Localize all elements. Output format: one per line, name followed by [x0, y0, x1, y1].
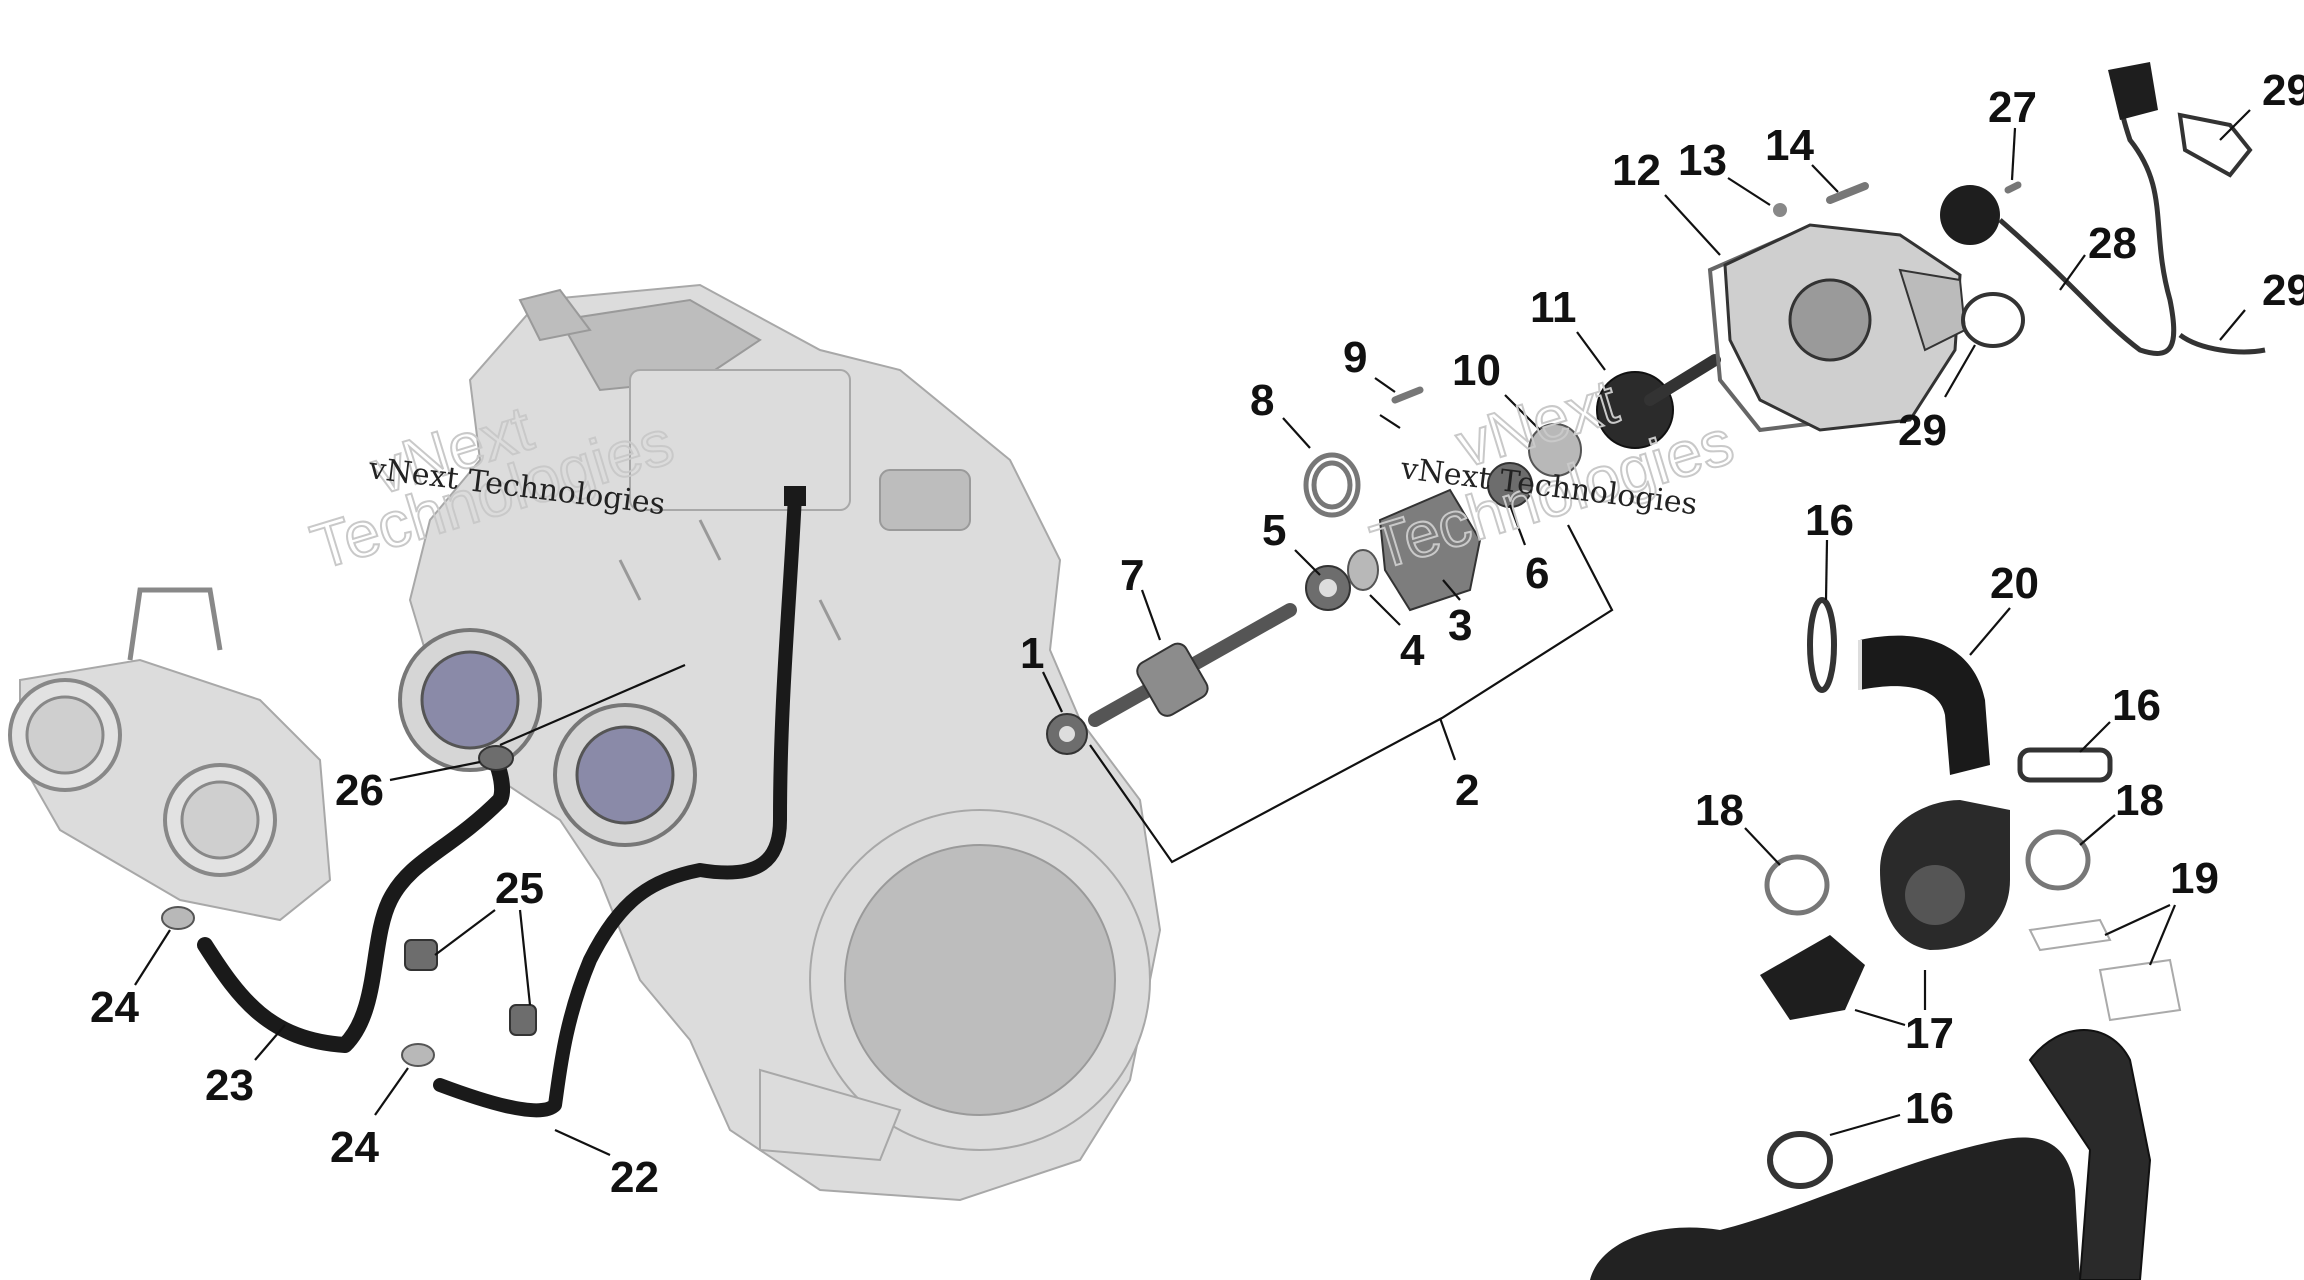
hose-22-end-fitting: [784, 486, 806, 506]
part-29-clamp-a: [1961, 292, 2025, 348]
part-3-mechanical-seal: [1378, 488, 1482, 612]
hose-23: [197, 752, 511, 1053]
callout-6: 6: [1525, 549, 1549, 598]
part-13-dowel: [1773, 203, 1787, 217]
callout-13: 13: [1678, 136, 1727, 185]
callout-16-mid: 16: [2112, 681, 2161, 730]
callout-9: 9: [1343, 333, 1367, 382]
fitting-26: [478, 745, 514, 771]
throttle-body-assembly: [8, 587, 332, 922]
callout-16-top: 16: [1805, 496, 1854, 545]
callout-26: 26: [335, 766, 384, 815]
clamp-24-lower: [401, 1043, 435, 1067]
hose-22: [433, 488, 802, 1118]
part-29-tie-b: [2178, 332, 2266, 355]
part-10-ring: [1528, 423, 1582, 477]
callout-3: 3: [1448, 601, 1472, 650]
part-16-clamp-top: [1807, 597, 1837, 693]
callout-17: 17: [1905, 1009, 1954, 1058]
callout-27: 27: [1988, 83, 2037, 132]
leader-lines: [134, 109, 2251, 1157]
callout-16-bottom: 16: [1905, 1084, 1954, 1133]
part-17-outlet: [1760, 935, 1865, 1020]
callout-25: 25: [495, 864, 544, 913]
part-20-elbow-hose: [1860, 635, 1990, 775]
part-27-cap: [1940, 185, 2000, 245]
callout-1: 1: [1020, 629, 1044, 678]
part-28-connector: [2108, 62, 2158, 120]
callout-24-upper: 24: [90, 983, 139, 1032]
callout-18-right: 18: [2115, 776, 2164, 825]
clamp-24-upper: [161, 906, 195, 930]
callout-8: 8: [1250, 376, 1274, 425]
callout-28: 28: [2088, 219, 2137, 268]
part-19-gasket-b: [2098, 958, 2182, 1022]
callout-4: 4: [1400, 626, 1425, 675]
callout-7: 7: [1120, 551, 1144, 600]
hose-clamps-left: [161, 745, 537, 1067]
part-8-ring: [1303, 452, 1361, 518]
part-16-clamp-bottom: [1767, 1131, 1833, 1189]
callout-23: 23: [205, 1061, 254, 1110]
water-pump-internal-parts: [1046, 354, 1721, 755]
callout-29-bottom: 29: [1898, 406, 1947, 455]
part-7-gear: [1136, 642, 1209, 717]
part-16-clamp-mid: [2017, 747, 2113, 783]
part-19-gasket-a: [2028, 918, 2112, 952]
callout-10: 10: [1452, 346, 1501, 395]
part-14-bolt: [1826, 182, 1869, 204]
part-27-screw: [2004, 181, 2022, 194]
callout-11: 11: [1530, 283, 1577, 332]
callout-24-lower: 24: [330, 1123, 379, 1172]
callout-12: 12: [1612, 146, 1661, 195]
water-pump-housing: [1707, 62, 2266, 433]
part-9-screw: [1391, 386, 1424, 404]
callout-22: 22: [610, 1153, 659, 1202]
callout-14: 14: [1765, 121, 1814, 170]
callout-2: 2: [1455, 766, 1479, 815]
callout-18-left: 18: [1695, 786, 1744, 835]
coolant-hoses: [197, 486, 806, 1118]
callout-20: 20: [1990, 559, 2039, 608]
callout-29-right: 29: [2262, 266, 2304, 315]
part-28-sensor-wire: [1998, 99, 2177, 356]
thermostat-and-hoses: [1590, 597, 2182, 1280]
clamp-25-upper: [404, 939, 438, 971]
radiator-hose-upper: [2028, 1029, 2152, 1280]
callout-labels: 1 2 3 4 5 6 7 8 9 10 11 12 13 14 16 16 1…: [90, 66, 2304, 1202]
callout-29-top: 29: [2262, 66, 2304, 115]
part-18-oring-right: [2025, 829, 2091, 891]
part-29-tie-a: [2177, 112, 2253, 178]
clamp-25-lower: [509, 1004, 537, 1036]
radiator-hose-lower: [1590, 1137, 2080, 1280]
part-4-seal: [1347, 549, 1379, 591]
callout-19: 19: [2170, 854, 2219, 903]
callout-5: 5: [1262, 506, 1286, 555]
part-18-oring-left: [1764, 854, 1830, 916]
